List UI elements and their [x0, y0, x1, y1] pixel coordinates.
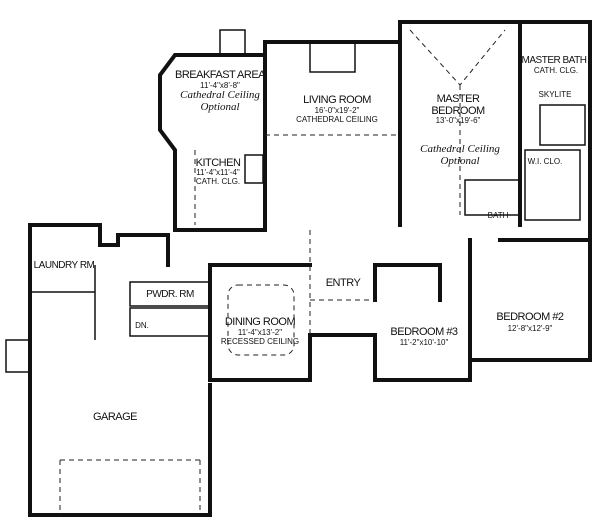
walls	[5, 20, 592, 517]
room-note: CATH. CLG.	[196, 177, 240, 186]
wic-label: W.I. CLO.	[528, 157, 563, 166]
room-note: RECESSED CEILING	[221, 337, 299, 346]
room-size: 11'-4"x11'-4"	[196, 168, 240, 177]
room-size: 16'-0"x19'-2"	[315, 106, 360, 115]
room-name: BEDROOM #2	[496, 311, 564, 323]
room-name: MASTER BATH	[522, 55, 587, 66]
room-size: 11'-2"x10'-10"	[400, 338, 449, 347]
room-dining: DINING ROOM 11'-4"x13'-2" RECESSED CEILI…	[221, 316, 299, 346]
entry-label: ENTRY	[326, 277, 362, 289]
room-size: 12'-8"x12'-9"	[508, 324, 553, 333]
room-note: Cathedral Ceiling	[180, 89, 260, 101]
room-kitchen: KITCHEN 11'-4"x11'-4" CATH. CLG.	[196, 157, 242, 186]
room-name: LIVING ROOM	[303, 94, 371, 106]
room-name: BREAKFAST AREA	[175, 69, 266, 81]
room-bedroom-3: BEDROOM #3 11'-2"x10'-10"	[390, 326, 458, 347]
room-bedroom-2: BEDROOM #2 12'-8"x12'-9"	[496, 311, 564, 333]
room-note: Cathedral Ceiling	[420, 143, 500, 155]
room-note: Optional	[200, 101, 239, 113]
room-size: 11'-4"x13'-2"	[238, 328, 282, 337]
stairs-down-label: DN.	[135, 321, 149, 330]
room-breakfast: BREAKFAST AREA 11'-4"x8'-8" Cathedral Ce…	[175, 69, 267, 113]
bath-label: BATH	[488, 211, 509, 220]
laundry-label: LAUNDRY RM	[34, 260, 95, 271]
skylite-label: SKYLITE	[539, 90, 572, 99]
room-name: MASTER	[437, 93, 480, 105]
room-size: 13'-0"x19'-6"	[436, 116, 481, 125]
room-note: Optional	[440, 155, 479, 167]
room-note: CATH. CLG.	[534, 66, 578, 75]
room-name: BEDROOM #3	[390, 326, 458, 338]
room-living: LIVING ROOM 16'-0"x19'-2" CATHEDRAL CEIL…	[296, 94, 378, 124]
room-name: KITCHEN	[196, 157, 241, 169]
room-master-bedroom: MASTER BEDROOM 13'-0"x19'-6" Cathedral C…	[420, 93, 500, 167]
powder-room-label: PWDR. RM	[146, 289, 194, 300]
room-name: DINING ROOM	[225, 316, 296, 328]
garage-label: GARAGE	[93, 411, 137, 423]
room-note: CATHEDRAL CEILING	[296, 115, 378, 124]
room-size: 11'-4"x8'-8"	[200, 81, 240, 90]
room-name: BEDROOM	[431, 105, 485, 117]
room-master-bath: MASTER BATH CATH. CLG. SKYLITE	[522, 55, 588, 99]
